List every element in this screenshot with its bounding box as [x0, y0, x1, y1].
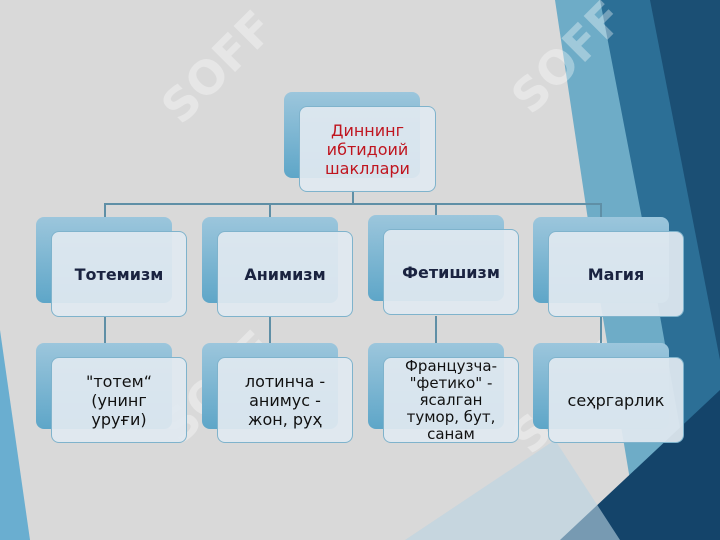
- category-label: Фетишизм: [402, 262, 500, 282]
- desc-text: "тотем“ (унинг уруғи): [86, 371, 152, 429]
- category-label: Тотемизм: [74, 264, 164, 284]
- connector-horizontal: [104, 203, 601, 205]
- root-node: Диннинг ибтидоий шакллари: [299, 106, 436, 192]
- desc-node-magic: сеҳргарлик: [548, 357, 684, 443]
- connector-child-1: [104, 316, 106, 344]
- category-label: Анимизм: [244, 264, 326, 284]
- connector-drop-1: [104, 203, 106, 217]
- category-node-magic: Магия: [548, 231, 684, 317]
- connector-child-2: [269, 316, 271, 344]
- desc-text: лотинча - анимус - жон, руҳ: [244, 371, 326, 429]
- connector-child-3: [435, 316, 437, 344]
- desc-node-totemism: "тотем“ (унинг уруғи): [51, 357, 187, 443]
- desc-text: Французча- "фетико" - ясалган тумор, бут…: [405, 356, 497, 443]
- connector-drop-3: [435, 203, 437, 217]
- category-node-totemism: Тотемизм: [51, 231, 187, 317]
- connector-drop-4: [600, 203, 602, 217]
- category-node-animism: Анимизм: [217, 231, 353, 317]
- desc-node-fetishism: Французча- "фетико" - ясалган тумор, бут…: [383, 357, 519, 443]
- category-label: Магия: [587, 264, 645, 284]
- connector-root-down: [352, 190, 354, 204]
- connector-drop-2: [269, 203, 271, 217]
- desc-node-animism: лотинча - анимус - жон, руҳ: [217, 357, 353, 443]
- category-node-fetishism: Фетишизм: [383, 229, 519, 315]
- root-label: Диннинг ибтидоий шакллари: [325, 120, 410, 178]
- connector-child-4: [600, 316, 602, 344]
- desc-text: сеҳргарлик: [567, 390, 665, 410]
